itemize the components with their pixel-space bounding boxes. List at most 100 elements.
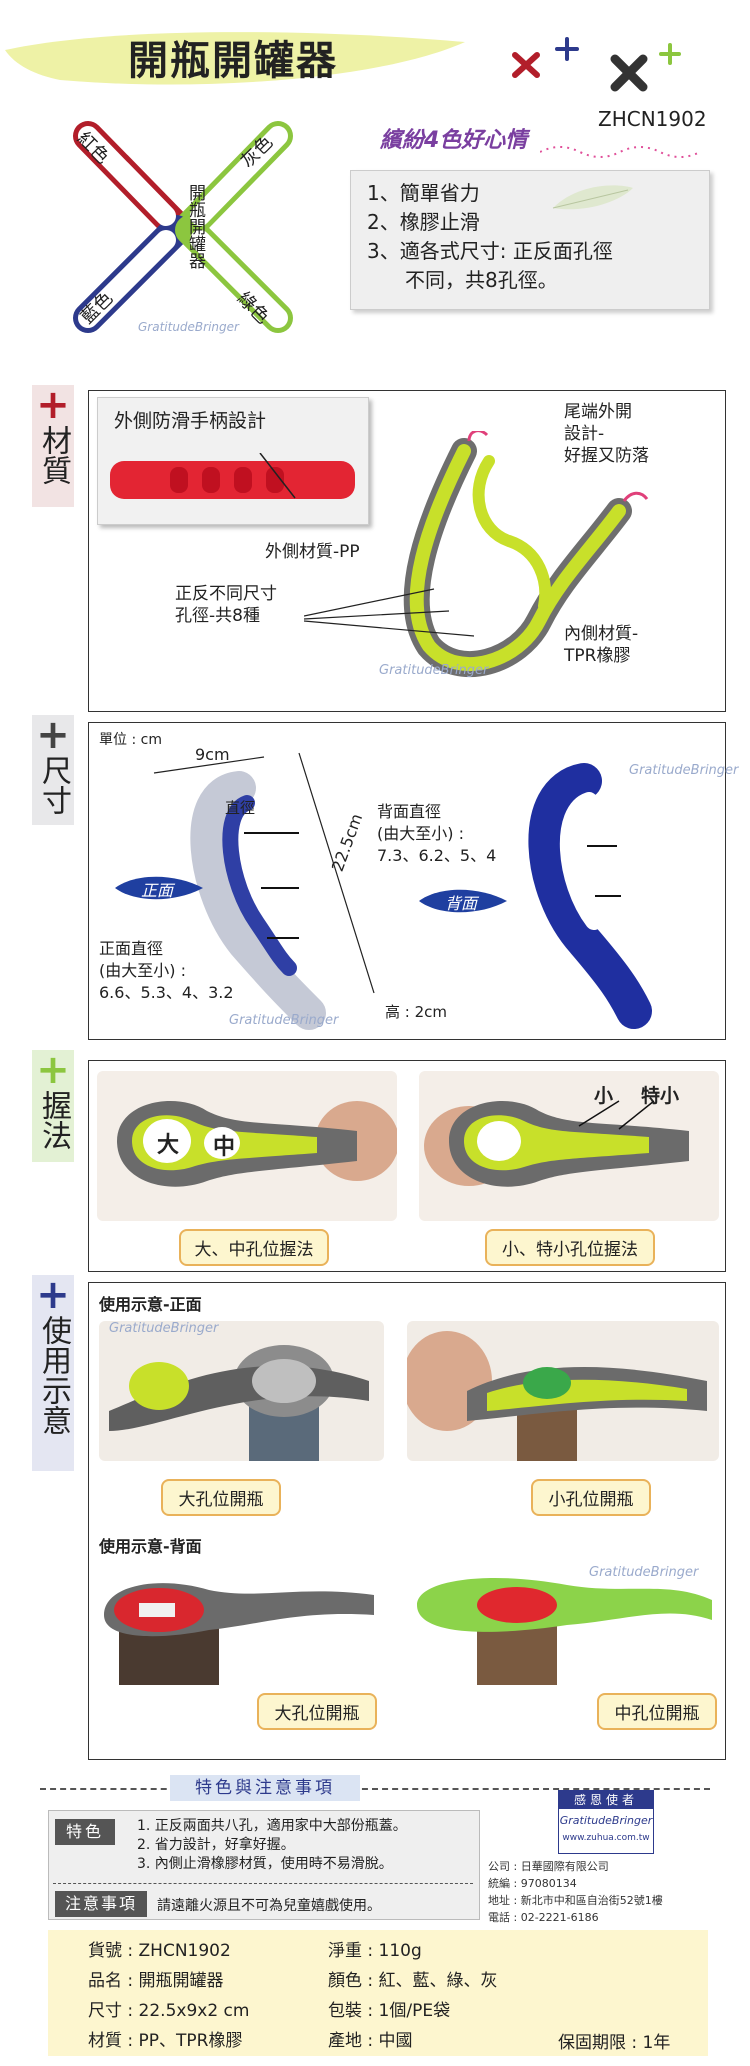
watermark: GratitudeBringer: [138, 320, 239, 334]
grip-label-large: 大、中孔位握法: [179, 1229, 329, 1266]
section-tag-material: + 材質: [32, 385, 74, 507]
callout-line: 孔徑-共8種: [175, 606, 260, 626]
plus-icon: +: [36, 1272, 70, 1318]
usage-label: 中孔位開瓶: [597, 1693, 717, 1730]
company-logo: 感恩使者 GratitudeBringer www.zuhua.com.tw: [558, 1790, 654, 1854]
spec-item: 包裝 : 1個/PE袋: [328, 2001, 451, 2021]
plus-icon: +: [36, 1047, 70, 1093]
title-banner: [0, 20, 470, 90]
front-diameter-desc: 正面直徑 (由大至小) : 6.6、5.3、4、3.2: [99, 938, 234, 1004]
caution-tag: 注意事項: [55, 1891, 147, 1917]
notes-box: 特色 1. 正反兩面共八孔，適用家中大部份瓶蓋。 2. 省力設計，好拿好握。 3…: [48, 1810, 480, 1920]
section-tag-size: + 尺寸: [32, 715, 74, 825]
back-opener-diagram: [528, 763, 652, 1029]
watermark: GratitudeBringer: [589, 1565, 699, 1580]
desc-line: (由大至小) :: [377, 824, 464, 843]
usage-illustration: [104, 1583, 374, 1685]
callout-line: 設計-: [564, 424, 605, 444]
model-number: ZHCN1902: [598, 107, 707, 131]
desc-line: (由大至小) :: [99, 961, 186, 980]
grip-mark-xsmall: 特小: [641, 1085, 680, 1107]
usage-label: 大孔位開瓶: [161, 1479, 281, 1516]
notes-divider: [40, 1788, 710, 1790]
callout-leader-lines: [304, 588, 475, 637]
feature-item: 1、簡單省力: [367, 181, 480, 205]
callout-line: 好握又防落: [564, 446, 649, 466]
callout-handle: 外側防滑手柄設計: [114, 410, 267, 432]
callout-tail: 尾端外開 設計- 好握又防落: [564, 401, 649, 467]
section-tag-grip: + 握法: [32, 1050, 74, 1162]
grip-panel: 大 中 小 特小 大、中孔位握法 小、特小孔位握法: [88, 1060, 726, 1272]
feather-icon: [552, 185, 633, 210]
watermark: GratitudeBringer: [229, 1013, 339, 1028]
plus-icon: +: [36, 382, 70, 428]
back-diameter-desc: 背面直徑 (由大至小) : 7.3、6.2、5、4: [377, 801, 496, 867]
front-opener-diagram: [153, 752, 375, 1030]
feature-line: 2. 省力設計，好拿好握。: [137, 1837, 295, 1853]
spec-item: 尺寸 : 22.5x9x2 cm: [88, 2001, 250, 2021]
section-tag-text: 握法: [36, 1090, 71, 1150]
feature-lines: 1. 正反兩面共八孔，適用家中大部份瓶蓋。 2. 省力設計，好拿好握。 3. 內…: [137, 1817, 407, 1874]
spec-item: 材質 : PP、TPR橡膠: [88, 2031, 243, 2051]
x-opener-shape: [73, 121, 293, 333]
section-tag-text: 材質: [36, 425, 71, 485]
spec-item: 淨重 : 110g: [328, 1941, 422, 1961]
grip-label-small: 小、特小孔位握法: [485, 1229, 655, 1266]
logo-url: www.zuhua.com.tw: [562, 1833, 650, 1843]
callout-holes: 正反不同尺寸 孔徑-共8種: [175, 583, 277, 627]
usage-illustration: [417, 1577, 712, 1685]
grip-small-illustration: [424, 1100, 689, 1187]
grip-mark-medium: 中: [213, 1135, 236, 1160]
company-info: 公司 : 日華國際有限公司 統編 : 97080134 地址 : 新北市中和區自…: [488, 1858, 663, 1926]
callout-outer: 外側材質-PP: [265, 542, 360, 562]
usage-illustration: [109, 1345, 369, 1461]
spec-right: 淨重 : 110g 顏色 : 紅、藍、綠、灰 包裝 : 1個/PE袋 產地 : …: [328, 1936, 498, 2056]
material-panel: 外側防滑手柄設計 尾端外開 設計- 好握又防落 外側材質-PP 正反不同尺寸 孔…: [88, 390, 726, 712]
red-handle-shape: [110, 453, 355, 499]
feature-item: 3、適各式尺寸: 正反面孔徑: [367, 239, 613, 263]
caution-text: 請遠離火源且不可為兒童嬉戲使用。: [157, 1898, 381, 1914]
usage-label: 小孔位開瓶: [531, 1479, 651, 1516]
notes-title: 特色與注意事項: [170, 1775, 360, 1801]
usage-panel: 使用示意-正面 大孔位開瓶 小孔位開瓶 使用示意-背面: [88, 1282, 726, 1760]
grip-photo-large: 大 中: [97, 1071, 397, 1221]
front-label: 正面: [141, 881, 174, 900]
opener-diagram: [403, 431, 649, 677]
watermark: GratitudeBringer: [629, 763, 739, 778]
spec-item: 產地 : 中國: [328, 2031, 413, 2051]
height-label: 高 : 2cm: [385, 1003, 447, 1021]
section-tag-text: 尺寸: [36, 755, 71, 815]
usage-photo-front-large: [99, 1321, 384, 1461]
company-line: 統編 : 97080134: [488, 1877, 577, 1890]
spec-box: 貨號 : ZHCN1902 品名 : 開瓶開罐器 尺寸 : 22.5x9x2 c…: [48, 1930, 708, 2056]
callout-line: TPR橡膠: [564, 646, 631, 666]
grip-mark-large: 大: [157, 1133, 180, 1158]
back-leaf-tag: 背面: [419, 886, 507, 916]
watermark: GratitudeBringer: [379, 663, 489, 678]
dotted-wave: [540, 146, 701, 158]
front-leaf-tag: 正面: [115, 873, 203, 903]
usage-front-title: 使用示意-正面: [99, 1295, 202, 1314]
grip-photo-small: 小 特小: [419, 1071, 719, 1221]
desc-line: 7.3、6.2、5、4: [377, 846, 497, 865]
grip-large-illustration: [117, 1101, 397, 1187]
usage-photo-front-small: [407, 1321, 719, 1461]
size-panel: 單位 : cm 9cm 22.5cm 直徑 直徑 高 : 2cm 正面 背面 正…: [88, 722, 738, 1040]
handle-closeup: 外側防滑手柄設計: [97, 397, 369, 525]
feature-item: 2、橡膠止滑: [367, 210, 480, 234]
width-label: 9cm: [195, 745, 230, 764]
leaf-banner-shape: [5, 32, 465, 85]
desc-line: 背面直徑: [377, 802, 442, 821]
callout-line: 內側材質-: [564, 624, 639, 644]
warranty: 保固期限 : 1年: [558, 2033, 671, 2053]
leaf-icon: [115, 876, 203, 900]
company-line: 電話 : 02-2221-6186: [488, 1911, 599, 1924]
front-diameter-label: 直徑: [225, 799, 256, 817]
usage-photo-back-large: [99, 1565, 384, 1685]
cross-decorations: [512, 37, 681, 92]
grip-mark-small: 小: [594, 1085, 614, 1107]
x-opener-illustration: 紅色 灰色 藍色 綠色 開瓶開罐器 GratitudeBringer: [48, 108, 318, 348]
usage-label: 大孔位開瓶: [257, 1693, 377, 1730]
spec-item: 顏色 : 紅、藍、綠、灰: [328, 1971, 498, 1991]
desc-line: 6.6、5.3、4、3.2: [99, 983, 234, 1002]
